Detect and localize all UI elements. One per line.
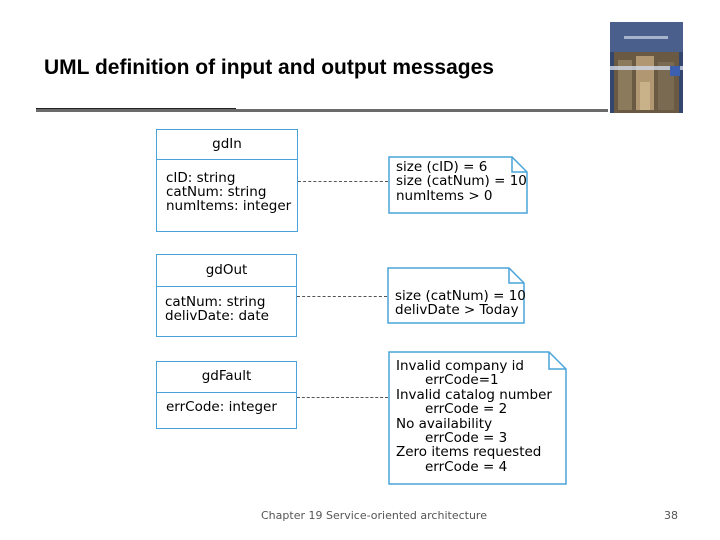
note-line: delivDate > Today xyxy=(395,302,519,319)
attribute: delivDate: date xyxy=(165,308,269,324)
book-cover-image xyxy=(610,22,683,113)
note-line: errCode = 3 xyxy=(425,430,508,447)
attribute: catNum: string xyxy=(165,294,266,310)
class-gdin: gdIn cID: string catNum: string numItems… xyxy=(156,129,298,232)
note-line: No availability xyxy=(396,415,493,432)
class-name: gdOut xyxy=(157,255,296,287)
attribute: cID: string xyxy=(166,170,236,186)
note-line: Invalid company id xyxy=(396,358,524,374)
class-name: gdIn xyxy=(157,130,297,160)
connector-gdfault-note xyxy=(297,397,388,398)
class-attributes: catNum: string delivDate: date xyxy=(157,287,296,323)
note-line: errCode = 2 xyxy=(425,401,508,418)
attribute: numItems: integer xyxy=(166,198,292,214)
connector-gdin-note xyxy=(298,181,388,182)
note-line: size (cID) = 6 xyxy=(396,159,488,175)
note-line: size (catNum) = 10 xyxy=(395,288,526,304)
class-name: gdFault xyxy=(157,362,296,393)
fault-codes-note: Invalid company id errCode=1 Invalid cat… xyxy=(388,351,567,485)
class-attributes: cID: string catNum: string numItems: int… xyxy=(157,160,297,213)
attribute: catNum: string xyxy=(166,184,267,200)
constraint-note-gdout: size (catNum) = 10 delivDate > Today xyxy=(387,267,526,324)
connector-gdout-note xyxy=(297,296,387,297)
note-line: size (catNum) = 10 xyxy=(396,173,527,190)
title-underline-accent xyxy=(36,108,236,109)
slide-footer: Chapter 19 Service-oriented architecture xyxy=(261,509,487,522)
note-line: errCode=1 xyxy=(425,372,499,389)
note-line: numItems > 0 xyxy=(396,187,493,204)
note-line: errCode = 4 xyxy=(425,458,508,475)
constraint-note-gdin: size (cID) = 6 size (catNum) = 10 numIte… xyxy=(388,156,528,214)
slide-title: UML definition of input and output messa… xyxy=(44,56,494,79)
title-underline xyxy=(36,109,608,112)
class-gdfault: gdFault errCode: integer xyxy=(156,361,297,429)
class-attributes: errCode: integer xyxy=(157,393,296,414)
note-line: Zero items requested xyxy=(396,444,542,461)
class-gdout: gdOut catNum: string delivDate: date xyxy=(156,254,297,337)
attribute: errCode: integer xyxy=(166,399,277,415)
note-line: Invalid catalog number xyxy=(396,386,552,403)
page-number: 38 xyxy=(664,509,678,522)
